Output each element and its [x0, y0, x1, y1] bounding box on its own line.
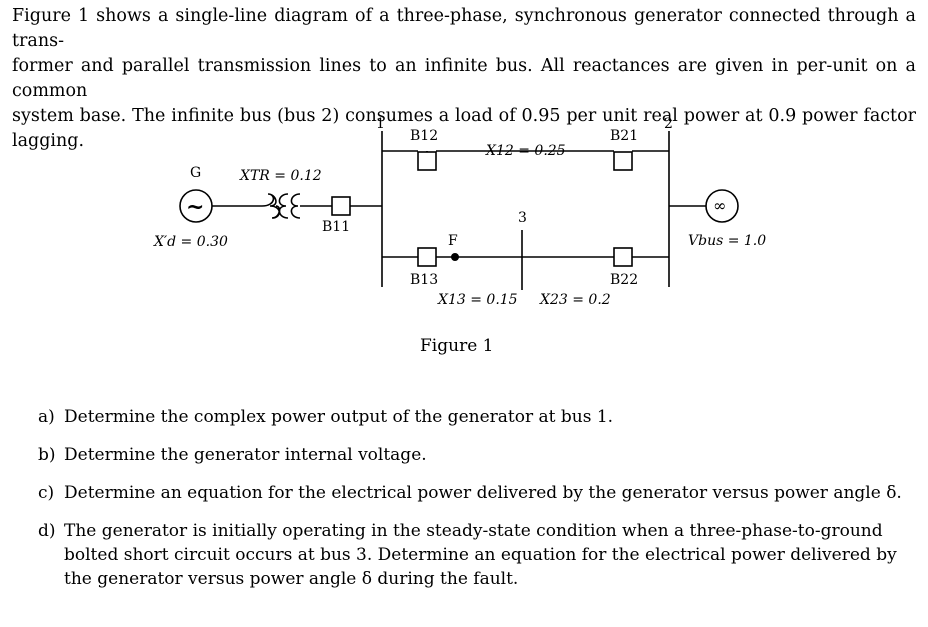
question-marker: b) [38, 445, 56, 465]
question-marker: d) [38, 521, 56, 541]
transformer-secondary-coil-2 [290, 193, 301, 219]
question-a: a) Determine the complex power output of… [38, 405, 908, 429]
fault-label: F [448, 233, 458, 249]
bus-1-label: 1 [376, 116, 385, 132]
question-text: Determine the complex power output of th… [64, 407, 614, 427]
transformer-icon [261, 193, 281, 219]
question-text: The generator is initially operating in … [64, 521, 897, 589]
question-list: a) Determine the complex power output of… [38, 405, 908, 605]
question-text: Determine an equation for the electrical… [64, 483, 902, 503]
figure-caption: Figure 1 [420, 336, 494, 356]
breaker-b12 [417, 151, 437, 171]
fault-dot-icon [451, 253, 459, 261]
breaker-b11-label: B11 [322, 219, 350, 235]
problem-intro: Figure 1 shows a single-line diagram of … [12, 4, 916, 154]
intro-line: Figure 1 shows a single-line diagram of … [12, 6, 916, 51]
question-text: Determine the generator internal voltage… [64, 445, 427, 465]
transformer-reactance-label: XTR = 0.12 [239, 168, 322, 184]
intro-line: system base. The infinite bus (bus 2) co… [12, 106, 916, 151]
breaker-b12-label: B12 [410, 128, 438, 144]
line-x13-label: X13 = 0.15 [437, 292, 518, 308]
question-marker: c) [38, 483, 55, 503]
question-marker: a) [38, 407, 55, 427]
line-x12-label: X12 = 0.25 [485, 143, 566, 159]
breaker-b22-label: B22 [610, 272, 638, 288]
question-b: b) Determine the generator internal volt… [38, 443, 908, 467]
generator-symbol: ~ [186, 194, 204, 220]
question-d: d) The generator is initially operating … [38, 519, 908, 591]
intro-line: former and parallel transmission lines t… [12, 56, 916, 101]
breaker-b22 [613, 247, 633, 267]
bus-2-label: 2 [664, 116, 673, 132]
breaker-b11 [331, 196, 351, 216]
line-x23-label: X23 = 0.2 [539, 292, 611, 308]
question-c: c) Determine an equation for the electri… [38, 481, 908, 505]
breaker-b13-label: B13 [410, 272, 438, 288]
transformer-secondary-coil [278, 193, 289, 219]
breaker-b21-label: B21 [610, 128, 638, 144]
infinite-bus-symbol: ∞ [713, 196, 726, 215]
generator-label: G [190, 165, 201, 181]
infinite-bus-voltage-label: Vbus = 1.0 [688, 233, 766, 249]
bus-3-label: 3 [518, 210, 527, 226]
infinite-bus-icon [705, 189, 739, 223]
breaker-b13 [417, 247, 437, 267]
breaker-b21 [613, 151, 633, 171]
generator-reactance-label: X′d = 0.30 [153, 234, 228, 250]
